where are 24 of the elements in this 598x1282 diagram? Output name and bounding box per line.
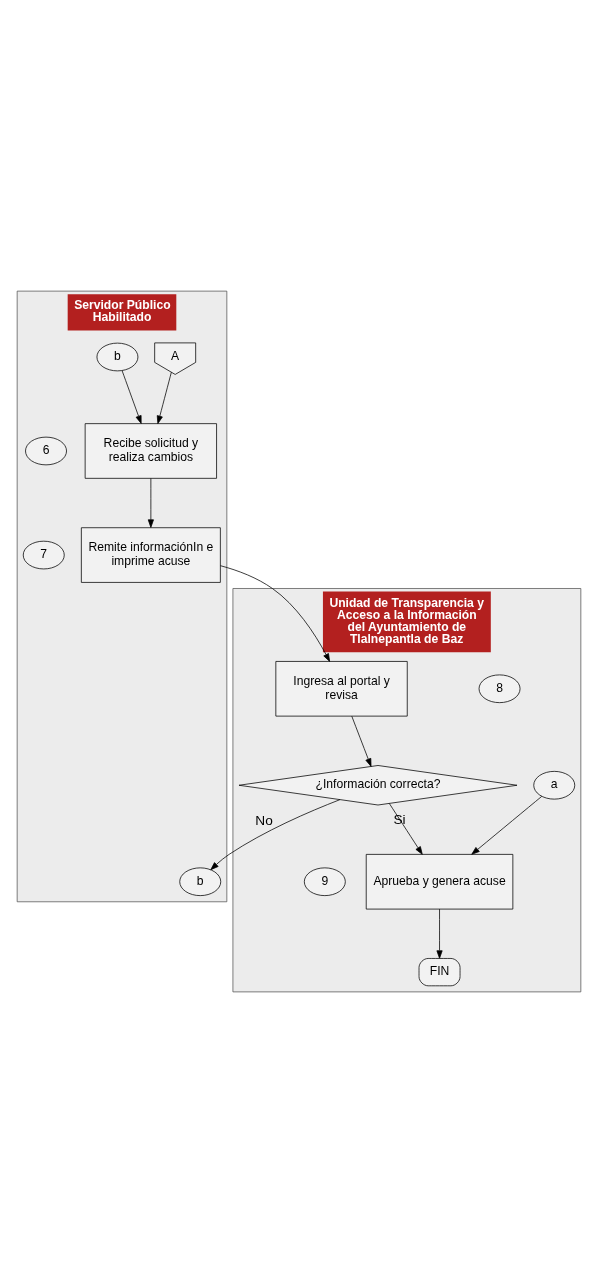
arrow [210,798,341,870]
node-box: Aprueba y genera acuse [365,853,514,909]
arrow [351,715,372,767]
arrow [471,795,543,855]
node-ellipse: 6 [25,436,67,465]
node-ellipse: 8 [478,674,521,703]
node-ellipse: b [179,866,222,896]
node-ellipse: 9 [303,866,346,896]
node-ellipse: a [533,770,576,799]
arrow [156,371,172,424]
arrow [436,908,443,959]
edge-label: Si [393,811,406,827]
node-ellipse: 7 [22,540,65,569]
node-box: FIN [418,957,461,986]
node-box: Ingresa al portal y revisa [275,660,408,716]
arrow [121,369,142,424]
node-diamond: ¿Información correcta? [238,764,518,805]
arrow [220,564,331,662]
node-ellipse: b [96,342,139,371]
node-box: Remite informaciónIn e imprime acuse [80,526,221,583]
node-box: Recibe solicitud y realiza cambios [84,422,217,479]
edge-label: No [255,812,273,828]
arrow [147,477,154,528]
arrow [388,802,423,855]
